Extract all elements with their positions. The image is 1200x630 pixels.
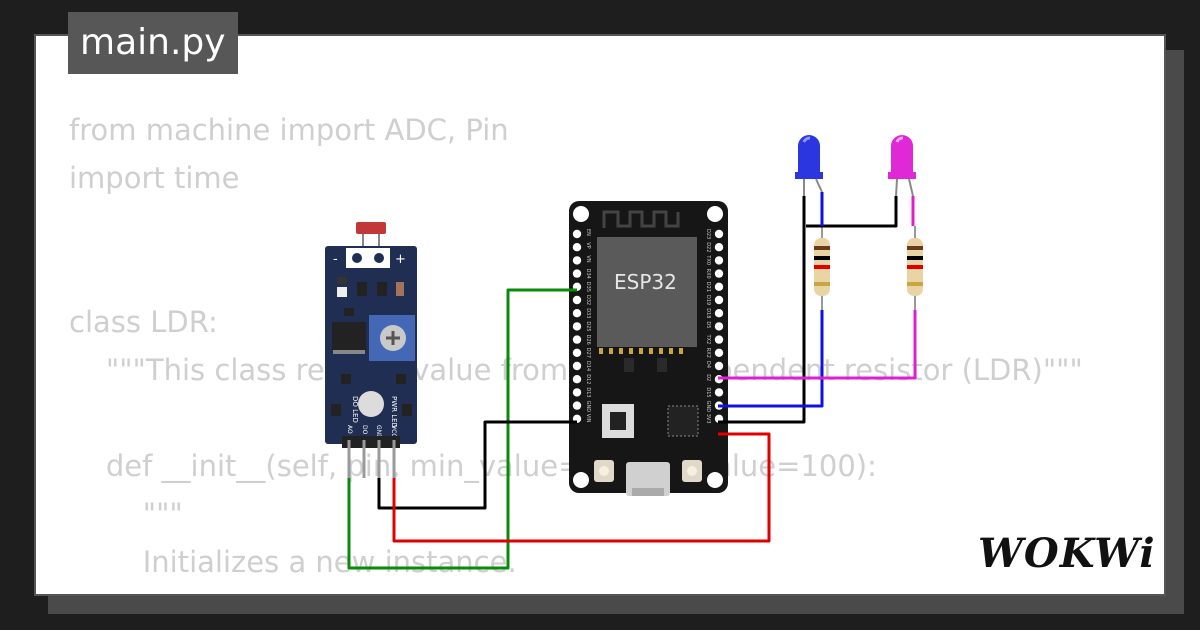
right-pin-d22[interactable] (714, 243, 724, 252)
left-pin-label: VP (585, 242, 591, 248)
left-pin-vn[interactable] (572, 256, 582, 265)
esp32-label: ESP32 (614, 270, 677, 294)
right-pin-d4[interactable] (714, 361, 724, 371)
left-pin-d13[interactable] (572, 388, 582, 397)
left-pin-label: EN (585, 229, 591, 236)
right-pin-label: D21 (705, 282, 711, 292)
wire-black-ground[interactable] (377, 420, 577, 510)
pin-label-do: DO (361, 425, 368, 435)
code-line: import time (69, 161, 240, 195)
usb-port (626, 462, 670, 496)
right-pin-label: D19 (705, 295, 711, 305)
magenta-led[interactable] (888, 135, 916, 197)
right-pin-d19[interactable] (714, 295, 724, 305)
ldr-sensor-module[interactable]: - + DO LED PWR LED AO DO GND VCC (325, 222, 417, 478)
right-pin-tx2[interactable] (714, 335, 724, 344)
left-pin-label: GND (585, 401, 591, 413)
left-pin-d27[interactable] (572, 348, 582, 357)
right-pin-label: D5 (705, 321, 711, 328)
right-pin-tx0[interactable] (714, 256, 724, 265)
right-pin-label: D2 (705, 374, 711, 381)
wires (347, 192, 917, 570)
right-pin-d18[interactable] (714, 309, 724, 318)
code-line: from machine import ADC, Pin (69, 113, 509, 147)
minus-label: - (333, 252, 338, 267)
right-pin-label: D15 (705, 387, 711, 397)
resistor-2[interactable] (907, 226, 923, 310)
right-pin-d23[interactable] (714, 229, 724, 239)
left-pin-label: VN (585, 255, 591, 262)
right-pin-rx2[interactable] (714, 348, 724, 357)
esp32-module (597, 237, 697, 347)
right-pin-label: D22 (705, 242, 711, 252)
code-line: class LDR: (69, 305, 218, 339)
wire-red-vcc[interactable] (392, 432, 771, 543)
photoresistor (356, 222, 386, 234)
right-pin-label: D18 (705, 308, 711, 318)
right-pin-label: GND (705, 401, 711, 413)
left-pin-en[interactable] (572, 229, 582, 239)
left-pin-d25[interactable] (572, 322, 582, 331)
wire-blue-2[interactable] (718, 310, 824, 408)
pin-label-vcc: VCC (390, 425, 397, 437)
pwr-led-label: PWR LED (390, 396, 398, 428)
left-pin-d32[interactable] (572, 295, 582, 305)
left-pin-d34[interactable] (572, 269, 582, 278)
right-pin-d5[interactable] (714, 322, 724, 331)
left-pin-label: D34 (585, 269, 591, 279)
left-pin-label: D12 (585, 374, 591, 384)
esp32-right-pins: D23D22TX0RX0D21D19D18D5TX2RX2D4D2D15GND3… (705, 229, 724, 424)
right-pin-rx0[interactable] (714, 269, 724, 278)
left-pin-label: D27 (585, 348, 591, 358)
right-pin-label: D23 (705, 229, 711, 239)
wire-magenta-2[interactable] (718, 310, 917, 380)
right-pin-label: RX0 (705, 269, 711, 279)
left-pin-label: D25 (585, 321, 591, 331)
pin-label-gnd: GND (375, 425, 382, 439)
esp32-board[interactable]: ESP32 ENVPVND34D35D32D33D25D26D27D14D12D… (569, 201, 728, 496)
left-pin-label: D32 (585, 295, 591, 305)
plus-label: + (395, 252, 406, 267)
do-led-label: DO LED (351, 396, 359, 423)
right-pin-label: 3V3 (705, 414, 711, 424)
wire-black-led[interactable] (718, 196, 806, 424)
left-pin-d33[interactable] (572, 309, 582, 318)
code-line: Initializes a new instance. (69, 545, 517, 579)
wire-black-led-2[interactable] (806, 196, 898, 228)
code-line: """ (69, 497, 183, 531)
right-pin-d15[interactable] (714, 388, 724, 397)
right-pin-d21[interactable] (714, 282, 724, 291)
resistor-1[interactable] (814, 226, 830, 310)
left-pin-label: D13 (585, 387, 591, 397)
wire-green[interactable] (347, 288, 577, 570)
right-pin-label: RX2 (705, 348, 711, 358)
wokwi-logo: WOKWi (978, 530, 1156, 577)
left-pin-label: D33 (585, 308, 591, 318)
left-pin-d14[interactable] (572, 361, 582, 371)
left-pin-label: D26 (585, 335, 591, 345)
blue-led[interactable] (795, 135, 823, 196)
code-line: :param pin A pin that's connected to an … (69, 586, 1083, 594)
esp32-left-pins: EN VP VN D34D35D32D33D25D26D27D14D12D13GNDV… (572, 229, 591, 423)
pin-label-ao: AO (346, 425, 353, 434)
left-pin-label: VIN (585, 414, 591, 423)
right-pin-label: D4 (705, 361, 711, 368)
code-preview: from machine import ADC, Pin import time c… (69, 106, 1083, 594)
left-pin-gnd[interactable] (572, 401, 582, 410)
left-pin-d12[interactable] (572, 375, 582, 384)
right-pin-label: TX0 (705, 254, 711, 265)
left-pin-vp[interactable] (572, 243, 582, 252)
left-pin-d26[interactable] (572, 335, 582, 344)
file-tab[interactable]: main.py (68, 12, 238, 74)
right-pin-label: TX2 (705, 334, 711, 345)
left-pin-label: D14 (585, 361, 591, 371)
left-pin-label: D35 (585, 282, 591, 292)
